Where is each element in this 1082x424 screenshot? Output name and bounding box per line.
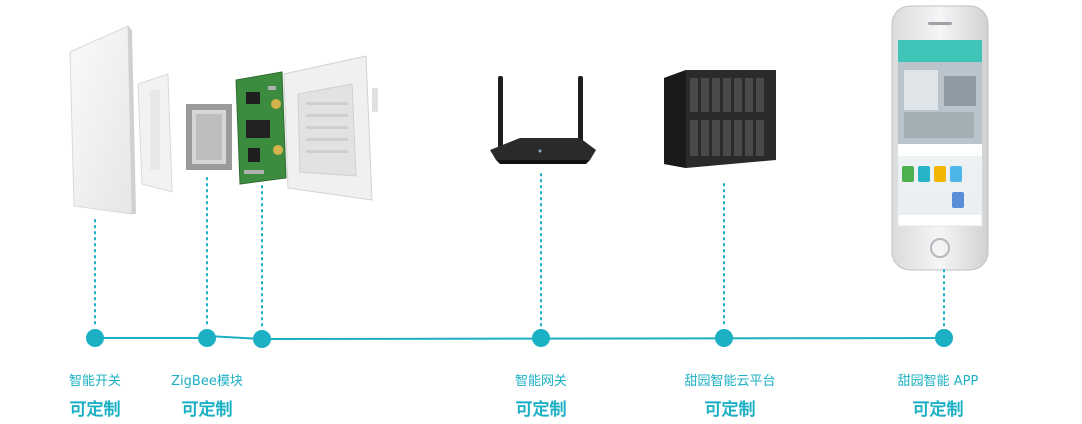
item-name: 智能网关 — [514, 374, 568, 389]
item-customizable: 可定制 — [69, 400, 121, 420]
router-gateway-icon — [490, 76, 596, 164]
timeline-line — [95, 335, 945, 340]
cloud-platform-label: 甜园智能云平台 可定制 — [684, 374, 775, 421]
zigbee-circuit-board-icon — [186, 71, 287, 185]
smart-switch-label: 智能开关 可定制 — [69, 374, 121, 421]
item-customizable: 可定制 — [912, 400, 964, 420]
zigbee-module-label: ZigBee模块 可定制 — [171, 374, 243, 421]
server-rack-icon — [664, 70, 776, 168]
item-customizable: 可定制 — [704, 400, 756, 420]
smartphone-app-icon — [891, 5, 989, 271]
wall-switch-panel-icon — [69, 25, 378, 215]
item-customizable: 可定制 — [181, 400, 233, 420]
timeline-dots — [86, 329, 953, 348]
item-name: 甜园智能 APP — [897, 374, 979, 389]
item-name: 智能开关 — [68, 374, 122, 389]
smart-gateway-label: 智能网关 可定制 — [515, 374, 567, 421]
app-label: 甜园智能 APP 可定制 — [898, 374, 979, 421]
item-customizable: 可定制 — [515, 400, 567, 420]
item-name: 甜园智能云平台 — [684, 374, 776, 389]
dotted-leader-lines — [94, 173, 945, 327]
item-name: ZigBee模块 — [171, 374, 243, 389]
